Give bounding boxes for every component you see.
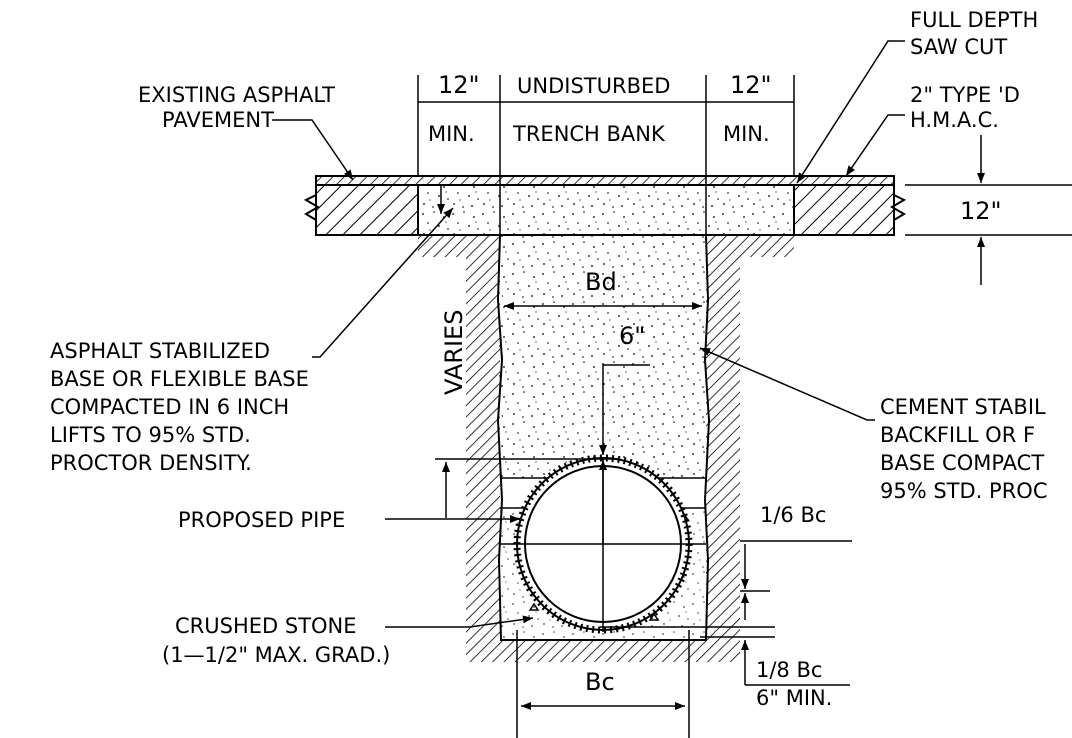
label-12-left: 12" xyxy=(438,71,480,99)
label-csb-4: 95% STD. PROC xyxy=(880,479,1047,503)
label-crushed-stone: CRUSHED STONE xyxy=(175,614,357,638)
label-existing-asphalt: EXISTING ASPHALT xyxy=(138,83,335,107)
asphalt-stabilized-base xyxy=(417,184,795,236)
label-full-depth: FULL DEPTH xyxy=(910,8,1038,32)
label-csb-2: BACKFILL OR F xyxy=(880,423,1035,447)
label-one-sixth-bc: 1/6 Bc xyxy=(760,503,826,527)
label-six-min: 6" MIN. xyxy=(756,686,832,710)
varies-dimension xyxy=(435,458,620,544)
label-12-right: 12" xyxy=(730,71,772,99)
six-inch-dimension xyxy=(599,364,650,455)
right-12in-dimension xyxy=(905,135,1072,285)
label-bc: Bc xyxy=(585,668,615,696)
label-type-d: 2" TYPE 'D xyxy=(910,83,1020,107)
label-6in: 6" xyxy=(619,322,645,350)
label-varies: VARIES xyxy=(440,310,468,395)
leader-lines xyxy=(272,40,905,628)
one-sixth-bc-dimension xyxy=(740,540,852,620)
label-csb-1: CEMENT STABIL xyxy=(880,395,1046,419)
existing-asphalt-pavement xyxy=(303,178,907,236)
label-bd: Bd xyxy=(585,268,617,296)
label-saw-cut: SAW CUT xyxy=(910,35,1007,59)
label-crushed-grad: (1—1/2" MAX. GRAD.) xyxy=(162,643,390,667)
label-min-right: MIN. xyxy=(723,122,770,146)
label-min-left: MIN. xyxy=(428,122,475,146)
label-12-side: 12" xyxy=(960,197,1002,225)
label-hmac: H.M.A.C. xyxy=(910,108,999,132)
label-trench-bank: TRENCH BANK xyxy=(512,122,666,146)
label-one-eighth-bc: 1/8 Bc xyxy=(756,658,822,682)
label-pavement: PAVEMENT xyxy=(162,108,274,132)
label-csb-3: BASE COMPACT xyxy=(880,451,1044,475)
label-asb-5: PROCTOR DENSITY. xyxy=(50,451,252,475)
label-asb-4: LIFTS TO 95% STD. xyxy=(50,423,251,447)
bc-dimension xyxy=(516,630,690,738)
one-eighth-bc-dimension xyxy=(600,626,850,686)
hmac-surface-layer xyxy=(315,175,895,186)
label-undisturbed: UNDISTURBED xyxy=(517,74,670,98)
label-asb-3: COMPACTED IN 6 INCH xyxy=(50,395,289,419)
label-asb-2: BASE OR FLEXIBLE BASE xyxy=(50,367,309,391)
label-asb-1: ASPHALT STABILIZED xyxy=(50,339,270,363)
top-dimension-lines xyxy=(417,75,795,235)
label-proposed-pipe: PROPOSED PIPE xyxy=(178,508,345,532)
